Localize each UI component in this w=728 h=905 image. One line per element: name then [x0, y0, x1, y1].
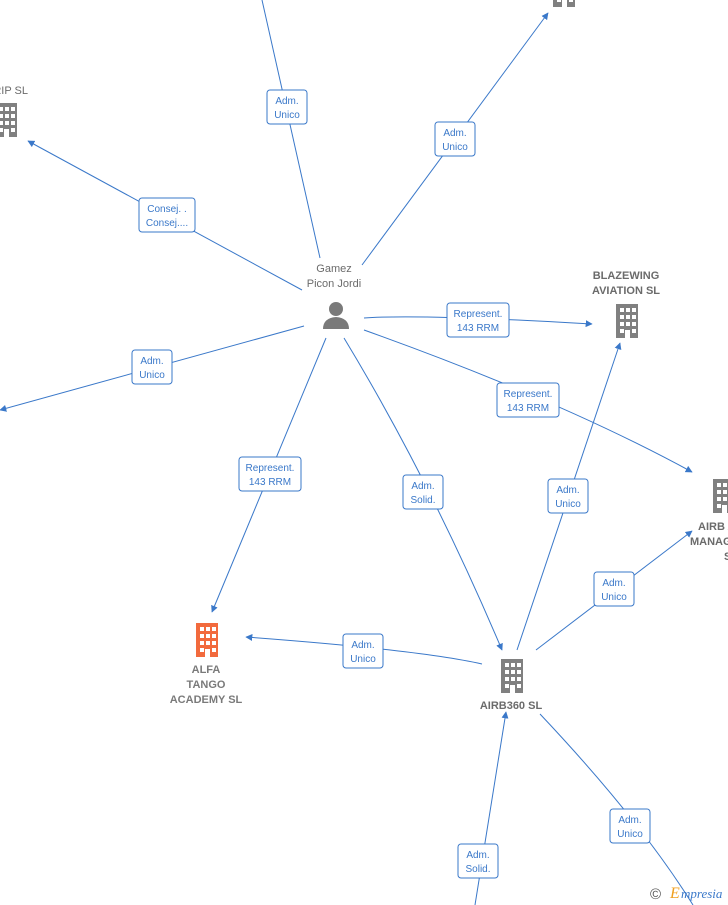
edge-label-airb360-person[interactable]: Adm. Solid. [402, 474, 444, 510]
node-label: S [724, 551, 728, 563]
svg-text:Adm.: Adm. [411, 481, 434, 492]
node-label: MANAG [690, 536, 728, 548]
person-icon [323, 302, 349, 329]
svg-text:Unico: Unico [139, 370, 165, 381]
edge-label-top-left[interactable]: Adm. Unico [266, 89, 308, 125]
watermark-text: mpresia [681, 886, 723, 901]
node-label: ACADEMY SL [170, 694, 243, 706]
svg-text:Adm.: Adm. [466, 850, 489, 861]
node-person[interactable]: Gamez Picon Jordi [307, 263, 361, 329]
svg-text:Consej....: Consej.... [146, 218, 188, 229]
node-label: ALFA [192, 664, 221, 676]
edge-label-rip[interactable]: Consej. . Consej.... [138, 197, 196, 233]
edge-label-airb360-airbmgmt[interactable]: Adm. Unico [593, 571, 635, 607]
edge-label-alfa-person[interactable]: Represent. 143 RRM [238, 456, 302, 492]
building-icon [196, 623, 218, 657]
svg-text:Unico: Unico [617, 829, 643, 840]
svg-text:Adm.: Adm. [602, 578, 625, 589]
svg-text:Solid.: Solid. [410, 495, 435, 506]
svg-text:143 RRM: 143 RRM [249, 477, 291, 488]
edge-label-top-right[interactable]: Adm. Unico [434, 121, 476, 157]
svg-text:Represent.: Represent. [454, 309, 503, 320]
svg-text:Consej. .: Consej. . [147, 204, 186, 215]
edge-label-airb360-alfa[interactable]: Adm. Unico [342, 633, 384, 669]
edge-label-airb360-blazewing[interactable]: Adm. Unico [547, 478, 589, 514]
svg-text:Represent.: Represent. [246, 463, 295, 474]
svg-text:Represent.: Represent. [504, 389, 553, 400]
svg-text:Adm.: Adm. [140, 356, 163, 367]
edge-label-bottom-right[interactable]: Adm. Unico [609, 808, 651, 844]
building-icon [0, 103, 17, 137]
svg-text:143 RRM: 143 RRM [507, 403, 549, 414]
edge-labels: Adm. Unico Adm. Unico Consej. . Consej..… [131, 89, 651, 879]
svg-text:Solid.: Solid. [465, 864, 490, 875]
copyright-icon: © [650, 886, 661, 903]
node-label: AIRB A [698, 521, 728, 533]
svg-text:Adm.: Adm. [275, 96, 298, 107]
building-icon [713, 479, 728, 513]
edge-label-blazewing[interactable]: Represent. 143 RRM [446, 302, 510, 338]
svg-text:Unico: Unico [274, 110, 300, 121]
node-blazewing[interactable]: BLAZEWING AVIATION SL [592, 270, 660, 338]
edge-airb360-alfa [245, 633, 483, 665]
svg-text:Adm.: Adm. [556, 485, 579, 496]
node-label: AIRB360 SL [480, 700, 543, 712]
svg-text:Adm.: Adm. [618, 815, 641, 826]
svg-text:Adm.: Adm. [351, 640, 374, 651]
node-label: BLAZEWING [593, 270, 660, 282]
node-alfa[interactable]: ALFA TANGO ACADEMY SL [170, 623, 243, 706]
node-label: Picon Jordi [307, 278, 361, 290]
node-label: RIP SL [0, 85, 28, 97]
edge-label-airb-mgmt-person[interactable]: Represent. 143 RRM [496, 382, 560, 418]
svg-text:143 RRM: 143 RRM [457, 323, 499, 334]
svg-text:Unico: Unico [350, 654, 376, 665]
building-icon [501, 659, 523, 693]
node-label: TANGO [187, 679, 226, 691]
edge-label-bottom-left[interactable]: Adm. Solid. [457, 843, 499, 879]
node-top-right[interactable] [553, 0, 575, 7]
node-label: Gamez [316, 263, 351, 275]
edges [0, 0, 694, 905]
svg-text:Adm.: Adm. [443, 128, 466, 139]
edge-top-left [261, 0, 321, 259]
node-airb360[interactable]: AIRB360 SL [480, 659, 543, 712]
svg-text:Unico: Unico [442, 142, 468, 153]
node-rip[interactable]: RIP SL [0, 85, 28, 137]
edge-label-left[interactable]: Adm. Unico [131, 349, 173, 385]
svg-text:Unico: Unico [555, 499, 581, 510]
svg-text:Unico: Unico [601, 592, 627, 603]
node-label: AVIATION SL [592, 285, 660, 297]
empresia-watermark: © E mpresia [650, 885, 723, 903]
watermark-initial: E [669, 885, 680, 902]
building-icon [616, 304, 638, 338]
node-airb-mgmt[interactable]: AIRB A MANAG S [690, 479, 728, 563]
building-icon [553, 0, 575, 7]
